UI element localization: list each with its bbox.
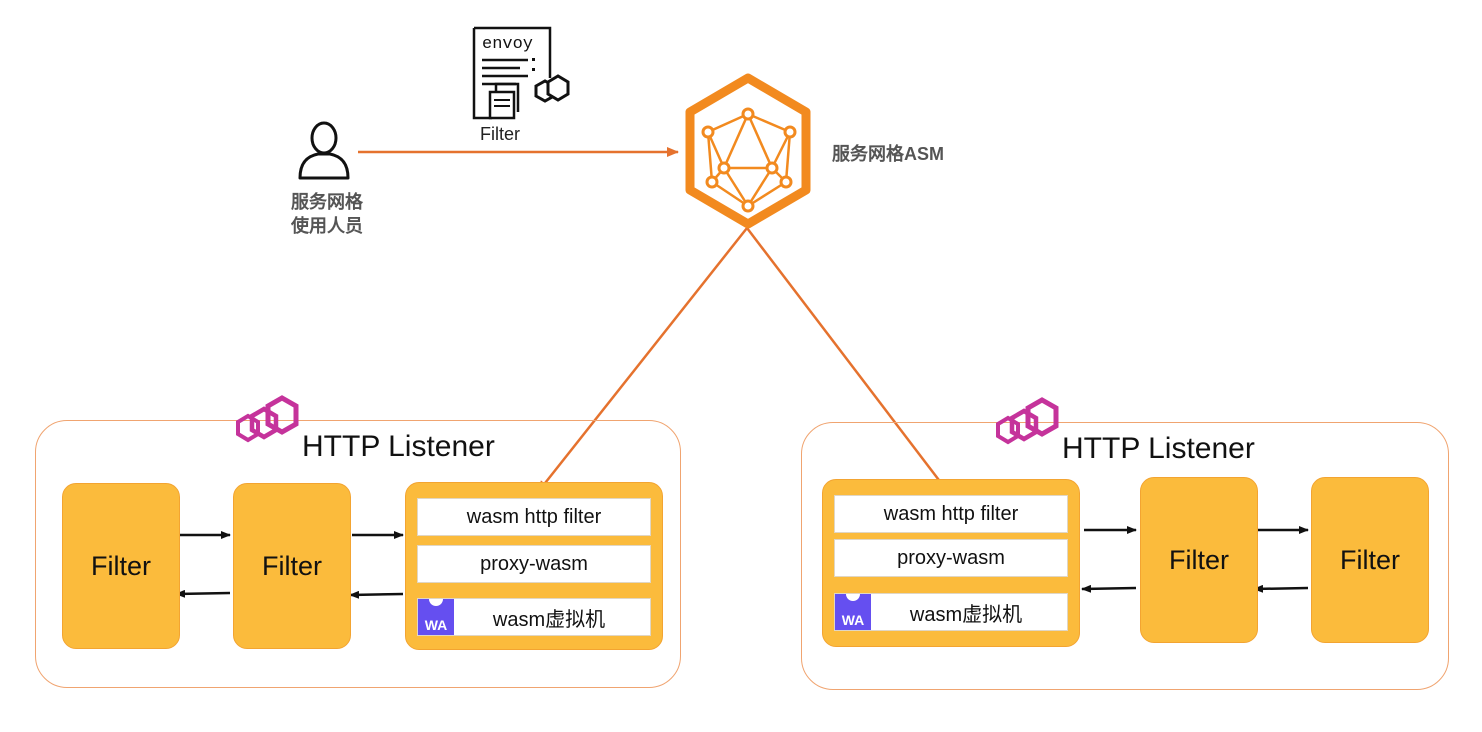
flow-arrow	[1081, 584, 1137, 593]
wasm-http-filter: wasm http filter	[417, 498, 651, 536]
user-label-line: 服务网格	[291, 192, 363, 212]
listener-title: HTTP Listener	[1062, 432, 1255, 465]
wasm-vm-layer: WA wasm虚拟机	[834, 593, 1068, 631]
user-label-line: 使用人员	[291, 216, 363, 236]
envoy-config-document-icon: envoy	[472, 26, 570, 120]
envoy-logo-icon	[996, 397, 1059, 445]
service-mesh-asm-icon	[685, 73, 811, 229]
wasm-http-filter: wasm http filter	[834, 495, 1068, 533]
asm-label: 服务网格ASM	[832, 144, 944, 164]
filter-doc-label: Filter	[480, 124, 520, 144]
filter-block: Filter	[233, 483, 351, 649]
http-listener-left	[35, 420, 681, 688]
flow-arrow	[175, 589, 231, 598]
proxy-wasm-layer: proxy-wasm	[834, 539, 1068, 577]
proxy-wasm-layer: proxy-wasm	[417, 545, 651, 583]
envoy-doc-header: envoy	[482, 35, 533, 54]
wasm-filter-stack: wasm http filter proxy-wasm WA wasm虚拟机	[822, 479, 1080, 647]
wasm-filter-stack: wasm http filter proxy-wasm WA wasm虚拟机	[405, 482, 663, 650]
flow-arrow	[1253, 584, 1309, 593]
filter-block: Filter	[62, 483, 180, 649]
filter-block: Filter	[1311, 477, 1429, 643]
user-label: 服务网格 使用人员	[262, 190, 392, 238]
asm-to-right-wasm-arrow	[746, 227, 949, 493]
wasm-vm-label: wasm虚拟机	[492, 608, 606, 631]
listener-title: HTTP Listener	[302, 430, 495, 463]
webassembly-badge: WA	[841, 612, 865, 628]
wasm-vm-layer: WA wasm虚拟机	[417, 598, 651, 636]
http-listener-right	[801, 422, 1449, 690]
user-icon	[298, 121, 350, 180]
flow-arrow	[349, 590, 404, 599]
filter-block: Filter	[1140, 477, 1258, 643]
envoy-logo-icon	[236, 395, 299, 443]
webassembly-badge: WA	[424, 617, 448, 633]
webassembly-icon: WA	[418, 599, 454, 635]
wasm-vm-label: wasm虚拟机	[909, 603, 1023, 626]
asm-to-left-wasm-arrow	[537, 227, 748, 493]
webassembly-icon: WA	[835, 594, 871, 630]
